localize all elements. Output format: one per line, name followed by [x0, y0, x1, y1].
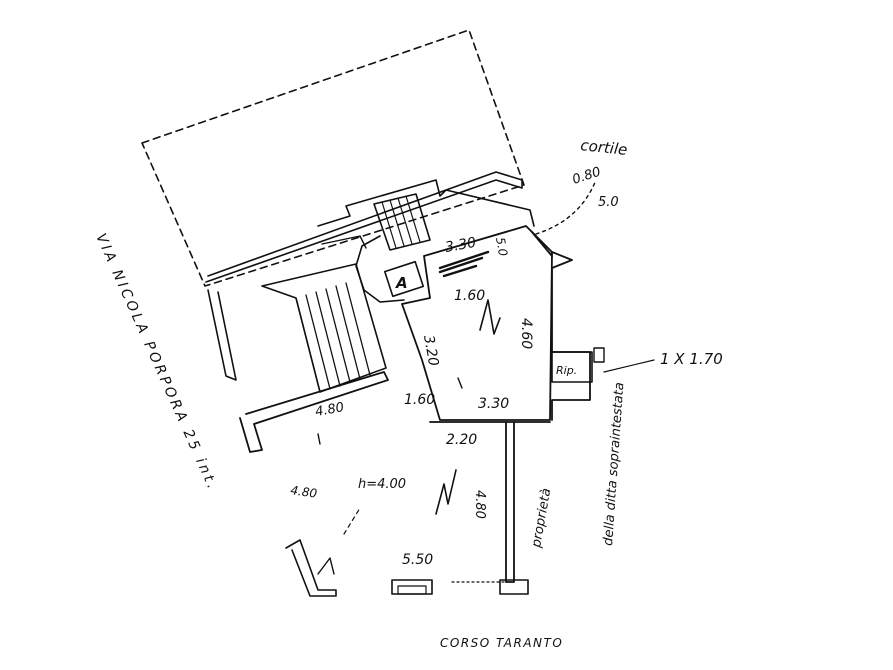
dimension-sketch-line [343, 507, 361, 535]
left-wall-stub [207, 289, 237, 381]
dim-shop-left: 4.80 [314, 400, 345, 420]
adjacent-building-outline [141, 29, 525, 287]
upper-party-wall [205, 171, 523, 283]
upper-stair-treads [381, 195, 421, 249]
left-pillar [285, 539, 337, 597]
dim-diag-left: 1.60 [404, 392, 435, 408]
stair-frame [317, 179, 535, 227]
shop-tick-mark [317, 433, 321, 445]
courtyard-door-leaf [531, 231, 553, 257]
dim-shop-far-left: 4.80 [290, 483, 319, 501]
street-left-label: VIA NICOLA PORPORA 25 int. [92, 231, 221, 494]
entrance-arrow-icon [438, 250, 490, 278]
stair-landing-wall [321, 235, 367, 249]
dim-room-top-b: 5.0 [493, 236, 510, 258]
dim-shop-bottom: 5.50 [402, 552, 433, 568]
building-outer-wall [239, 371, 389, 453]
room-zigzag-mark [479, 299, 501, 335]
owner-note-label: della ditta sopraintestata [601, 382, 627, 547]
dim-room-left: 3.20 [420, 334, 441, 368]
left-pillar-chamfer [317, 557, 335, 575]
dim-court-side: 5.0 [598, 195, 619, 210]
courtyard-label: cortile [580, 136, 629, 159]
dim-shop-top: 2.20 [446, 432, 477, 448]
lower-stair-treads [295, 282, 371, 393]
dim-upper-court: 0.80 [571, 165, 603, 188]
lower-stair-block [261, 263, 387, 393]
right-room-wall [551, 251, 591, 421]
courtyard-door-swing [535, 179, 597, 235]
upper-stair-block [373, 193, 431, 251]
right-pillar [499, 579, 529, 595]
dim-room-right: 4.60 [518, 318, 534, 349]
center-pillar-base [397, 585, 427, 595]
stair-a-box [383, 260, 425, 298]
dim-bottom-room: 3.30 [478, 396, 509, 412]
store-pointer-line [603, 359, 655, 373]
dim-shop-center: 4.80 [472, 490, 487, 519]
room-tick-mark [457, 377, 463, 389]
dim-store: 1 X 1.70 [660, 350, 723, 368]
third-party-label: proprietà [529, 487, 554, 550]
dim-room-center: 1.60 [454, 288, 485, 304]
storage-room [551, 351, 593, 383]
storage-niche [593, 347, 605, 363]
stair-mark-label: A [395, 274, 408, 292]
street-bottom-label: CORSO TARANTO [440, 636, 563, 650]
shop-party-wall [505, 421, 515, 583]
dim-room-top: 3.30 [444, 235, 478, 256]
height-note: h=4.00 [358, 477, 406, 492]
storage-label: Rip. [556, 364, 577, 377]
shop-zigzag-mark [435, 469, 457, 515]
stair-landing-curve [355, 235, 405, 303]
